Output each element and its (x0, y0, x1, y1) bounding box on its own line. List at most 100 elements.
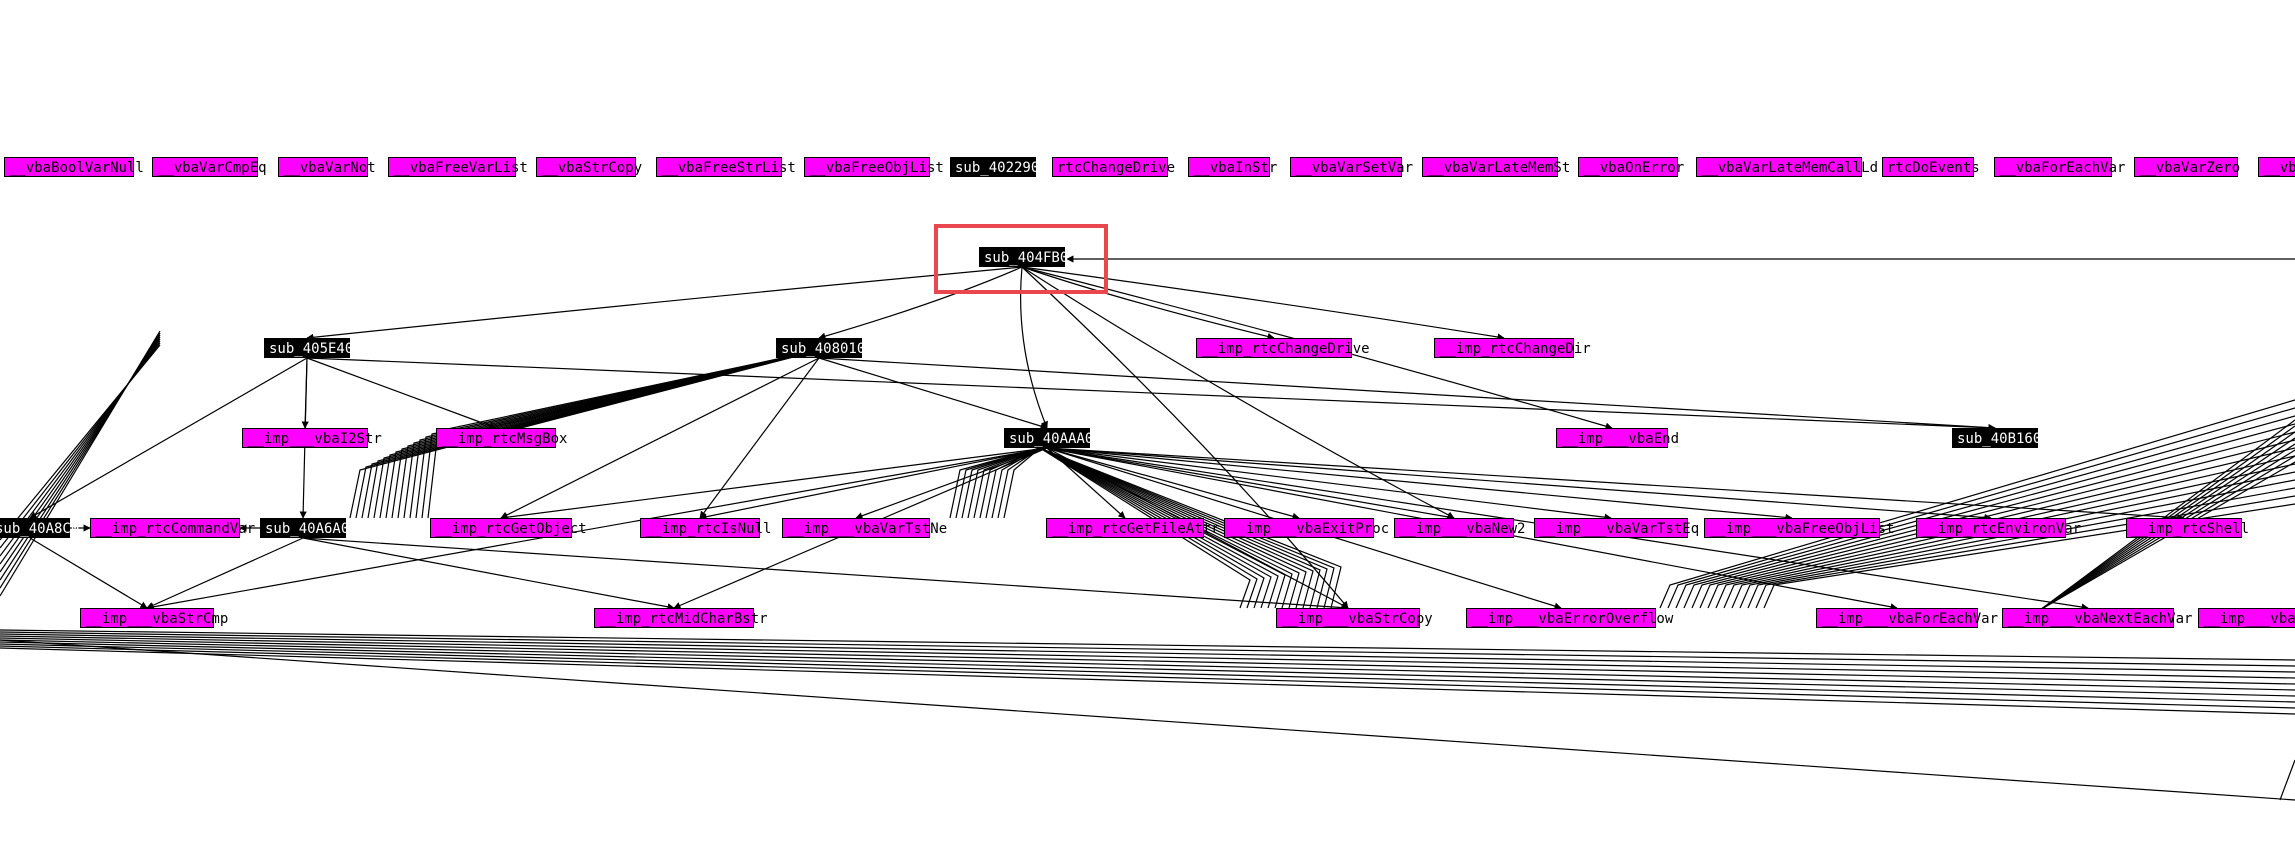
edge-bundle (1039, 447, 1307, 609)
import-node-imp_vbaexitproc[interactable]: __imp___vbaExitProc (1224, 518, 1389, 538)
call-edge (1046, 447, 1300, 520)
call-edge (29, 357, 308, 519)
call-edge (1046, 447, 1992, 522)
edge-bundle (349, 349, 821, 519)
import-node-imp_vbavartsteq[interactable]: __imp___vbaVarTstEq (1534, 518, 1699, 538)
edge-bundle (961, 447, 1041, 519)
import-node-imp_rtcmidcharbstr[interactable]: __imp_rtcMidCharBstr (594, 608, 768, 628)
import-node-imp_vbaforeachvar[interactable]: __imp___vbaForEachVar (1816, 608, 1998, 628)
call-edge (818, 357, 1996, 432)
import-node-imp_vbaar[interactable]: __imp___vbaAr (2198, 608, 2295, 628)
import-node-imp_rtcchangedrive[interactable]: __imp_rtcChangeDrive (1196, 338, 1370, 358)
function-node-sub40a8c0[interactable]: sub_40A8C0 (0, 518, 79, 538)
import-node-imp_vbastrcmp[interactable]: __imp___vbaStrCmp (80, 608, 228, 628)
edge-bundle (0, 641, 2295, 697)
edge-bundle (2279, 759, 2295, 801)
import-node-n10[interactable]: __vbaInStr (1188, 157, 1277, 177)
import-node-imp_rtcisnull[interactable]: __imp_rtcIsNull (640, 518, 771, 538)
call-edge (1021, 266, 1455, 519)
import-node-n1[interactable]: __vbaBoolVarNull (4, 157, 144, 177)
call-edge (1021, 266, 1275, 340)
edge-bundle (1707, 447, 2295, 609)
edge-bundle (0, 639, 2295, 691)
edge-bundle (967, 447, 1041, 519)
edge-bundle (1003, 447, 1041, 519)
function-node-sub40a6a0[interactable]: sub_40A6A0 (260, 518, 349, 538)
import-node-imp_vbavartstne[interactable]: __imp___vbaVarTstNe (782, 518, 947, 538)
import-node-imp_rtccommandvar[interactable]: __imp_rtcCommandVar (90, 518, 255, 538)
import-node-imp_vbai2str[interactable]: __imp___vbaI2Str (242, 428, 382, 448)
call-edge (306, 357, 497, 430)
edge-bundle (1039, 447, 1321, 609)
import-node-n16[interactable]: __vbaForEachVar (1994, 157, 2125, 177)
import-node-n9[interactable]: rtcChangeDrive (1052, 157, 1175, 177)
call-edge (1021, 266, 1505, 341)
function-node-sub40aaa0[interactable]: sub_40AAA0 (1004, 428, 1093, 448)
import-node-n5[interactable]: __vbaStrCopy (536, 157, 642, 177)
import-node-n14[interactable]: __vbaVarLateMemCallLd (1696, 157, 1878, 177)
edge-bundle (0, 637, 2295, 685)
call-edge (306, 357, 1996, 432)
import-node-n6[interactable]: __vbaFreeStrList (656, 157, 796, 177)
edge-bundle (0, 635, 2295, 679)
import-node-n11[interactable]: __vbaVarSetVar (1290, 157, 1413, 177)
import-node-n4[interactable]: __vbaFreeVarList (388, 157, 528, 177)
edge-bundle (1715, 455, 2295, 609)
edge-bundle (1731, 471, 2295, 609)
function-node-n8[interactable]: sub_402290 (950, 157, 1039, 177)
import-node-imp_rtcshell[interactable]: __imp_rtcShell (2126, 518, 2249, 538)
function-node-sub40b160[interactable]: sub_40B160 (1952, 428, 2041, 448)
edge-bundle (1039, 447, 1314, 609)
import-node-n2[interactable]: __vbaVarCmpEq (152, 157, 267, 177)
import-node-imp_rtcgetobject[interactable]: __imp_rtcGetObject (430, 518, 587, 538)
edge-bundle (0, 639, 2295, 801)
call-edge (818, 266, 1023, 340)
import-node-imp_vbaend[interactable]: __imp___vbaEnd (1556, 428, 1679, 448)
edge-bundle (1659, 399, 2295, 609)
edge-bundle (1039, 447, 1300, 609)
edge-bundle (1675, 415, 2295, 609)
import-node-n3[interactable]: __vbaVarNot (278, 157, 376, 177)
edge-bundle (1683, 423, 2295, 609)
call-edge (302, 537, 675, 611)
import-node-n12[interactable]: __vbaVarLateMemSt (1422, 157, 1570, 177)
edge-bundle (2039, 419, 2295, 611)
import-node-imp_vbanew2[interactable]: __imp___vbaNew2 (1394, 518, 1525, 538)
import-node-imp_rtcgetfileattr[interactable]: __imp_rtcGetFileAttr (1046, 518, 1220, 538)
edge-bundle (1039, 447, 1258, 609)
import-node-imp_vbastrcopy[interactable]: __imp___vbaStrCopy (1276, 608, 1433, 628)
import-node-n17[interactable]: __vbaVarZero (2134, 157, 2240, 177)
call-edge (1046, 447, 2185, 522)
import-node-n18[interactable]: __vba (2258, 157, 2295, 177)
import-node-imp_rtcmsgbox[interactable]: __imp_rtcMsgBox (436, 428, 567, 448)
edge-bundle (1667, 407, 2295, 609)
function-node-sub408010[interactable]: sub_408010 (776, 338, 865, 358)
edge-bundle (1723, 463, 2295, 609)
import-node-imp_rtcenvironvar[interactable]: __imp_rtcEnvironVar (1916, 518, 2081, 538)
import-node-imp_vbanexteachvar[interactable]: __imp___vbaNextEachVar (2002, 608, 2192, 628)
call-edge (1046, 447, 1455, 521)
edge-bundle (985, 447, 1041, 519)
edge-bundle (1747, 487, 2295, 609)
call-edge (500, 357, 820, 519)
import-node-n15[interactable]: rtcDoEvents (1882, 157, 1980, 177)
function-node-sub404fb0[interactable]: sub_404FB0 (979, 247, 1068, 267)
edge-bundle (0, 629, 2295, 661)
edge-bundle (1691, 431, 2295, 609)
call-edge (1046, 447, 1612, 521)
edge-bundle (0, 645, 2295, 709)
call-edge (500, 447, 1048, 521)
call-edge (818, 357, 1048, 430)
import-node-imp_vbafreeobjlist[interactable]: __imp___vbaFreeObjList (1704, 518, 1894, 538)
edge-bundle (1763, 503, 2295, 609)
call-edge (699, 447, 1048, 521)
call-edge (29, 537, 148, 609)
edge-bundle (1755, 495, 2295, 609)
function-node-sub405e40[interactable]: sub_405E40 (264, 338, 353, 358)
import-node-n7[interactable]: __vbaFreeObjList (804, 157, 944, 177)
edge-bundle (0, 330, 161, 597)
import-node-imp_rtcchangedir[interactable]: __imp_rtcChangeDir (1434, 338, 1591, 358)
import-node-imp_vbaerroroverflow[interactable]: __imp___vbaErrorOverflow (1466, 608, 1673, 628)
import-node-n13[interactable]: __vbaOnError (1578, 157, 1684, 177)
